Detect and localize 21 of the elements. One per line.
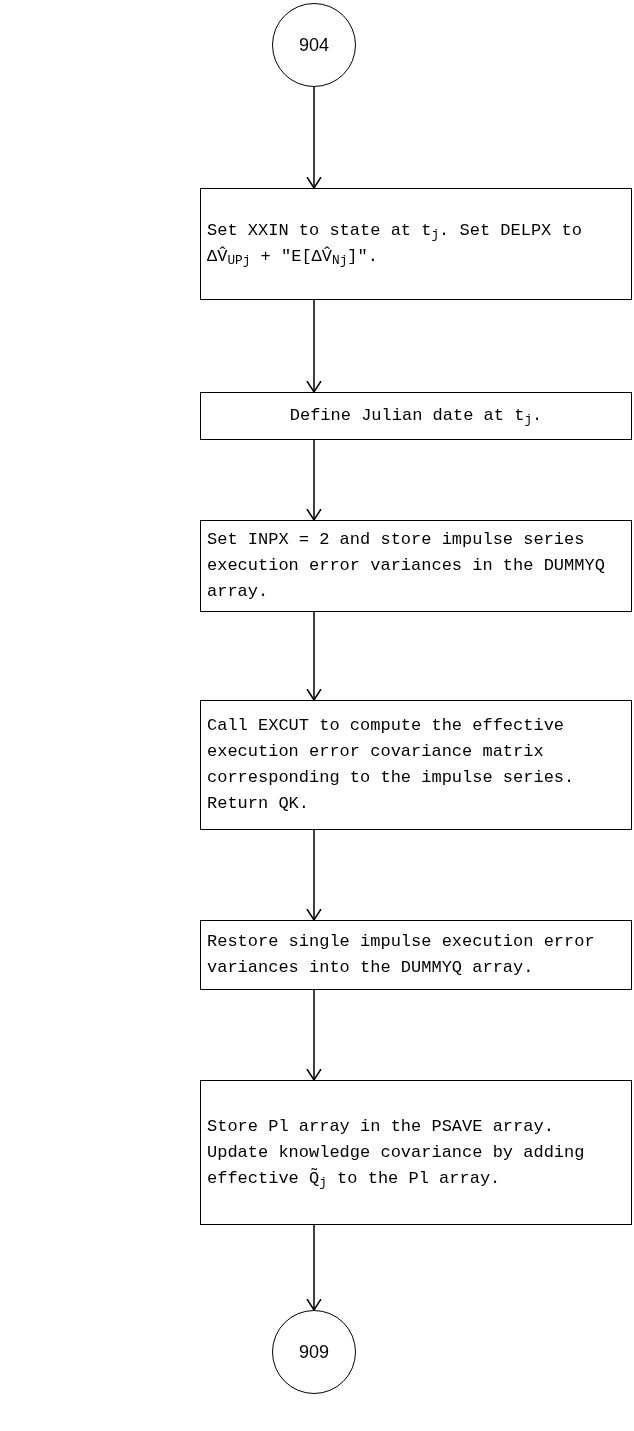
process-text: Call EXCUT to compute the effective execution error covariance matrix corresponding to the impulse series. Return QK. (207, 715, 576, 815)
connector-label: 909 (298, 1340, 329, 1364)
process-box (200, 520, 632, 612)
arrow (306, 989, 322, 1081)
process-box (200, 700, 632, 830)
process-text: Set XXIN to state at t$_{j}$. Set DELPX to ΔV̂$_{UPj}$ + "E[ΔV̂$_{Nj}$]". (207, 220, 583, 270)
process-box (200, 920, 632, 990)
process-text: Store Pl array in the PSAVE array. Update knowledge covariance by adding effective Q̃$_{j}$ to the Pl array. (207, 1115, 586, 1192)
process-box (200, 392, 632, 440)
process-box (200, 1080, 632, 1225)
arrow (306, 829, 322, 921)
process-text: Restore single impulse execution error variances into the DUMMYQ array. (207, 931, 596, 979)
process-text: Set INPX = 2 and store impulse series execution error variances in the DUMMYQ array. (207, 529, 606, 603)
arrow (306, 86, 322, 189)
arrow (306, 1224, 322, 1311)
arrow (306, 439, 322, 521)
process-text: Define Julian date at t$_{j}$. (288, 405, 544, 429)
arrow (306, 299, 322, 393)
connector-label: 904 (298, 33, 329, 57)
arrow (306, 611, 322, 701)
process-box (200, 188, 632, 300)
